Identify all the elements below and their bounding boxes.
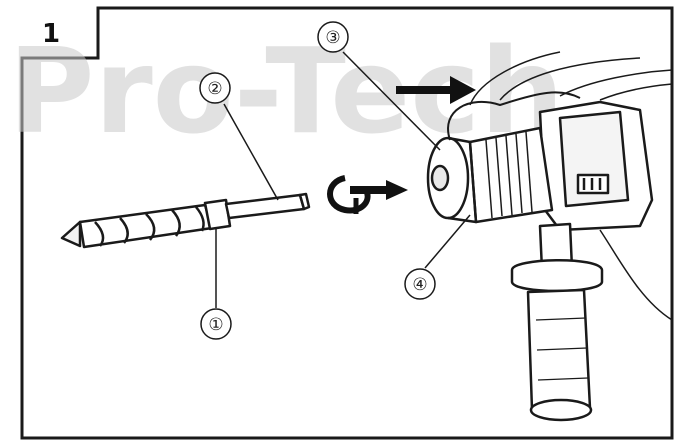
pull-back-arrow-icon [396,76,476,104]
drill-bit [60,192,311,249]
callout-2: ② [199,72,279,201]
step-number: 1 [42,19,60,49]
hammer-drill [426,51,673,422]
callout-3-label: ③ [325,28,340,47]
callout-4-label: ④ [412,275,427,294]
callout-2-label: ② [207,79,222,98]
rotation-arrow-icon [327,175,408,214]
figure-frame [20,6,674,440]
callout-4: ④ [404,214,471,300]
callout-1-label: ① [208,315,223,334]
callout-3: ③ [317,21,441,151]
callout-1: ① [200,228,232,340]
